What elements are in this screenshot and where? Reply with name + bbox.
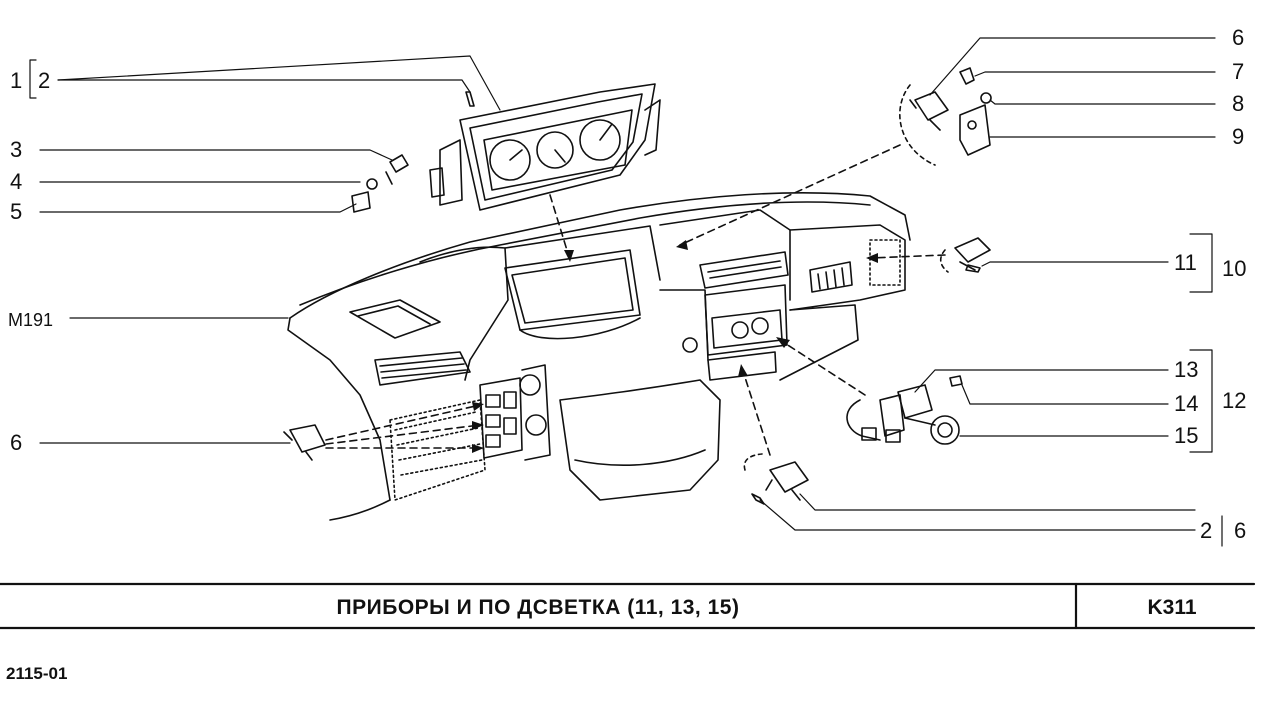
parts-group-12-15 [846,375,963,445]
arrow-heads [472,240,878,453]
callout-10: 10 [1222,256,1247,281]
callout-6-left: 6 [10,430,23,455]
dashboard-body [287,192,911,521]
callout-4: 4 [10,169,23,194]
dashed-arrows [325,144,946,456]
callout-9: 9 [1232,124,1245,149]
small-parts-left [351,91,475,213]
parts-group-10-11 [939,237,991,273]
callout-7: 7 [1232,59,1245,84]
callout-2: 2 [38,68,51,93]
callout-11: 11 [1174,250,1197,275]
callout-15: 15 [1174,423,1199,448]
callout-m191: M191 [8,310,54,330]
leader-lines [39,37,1216,531]
callout-2-bottom: 2 [1200,518,1213,543]
parts-group-left-6 [283,424,326,461]
callout-3: 3 [10,137,23,162]
footer-title: ПРИБОРЫ И ПО ДСВЕТКА (11, 13, 15) [336,596,740,619]
callout-13: 13 [1174,357,1199,382]
callout-5: 5 [10,199,23,224]
callout-12: 12 [1222,388,1247,413]
footer-frame [0,582,1256,630]
instrument-cluster [429,83,661,211]
callout-6-bottom: 6 [1234,518,1247,543]
parts-group-6-9 [899,67,992,166]
callout-1: 1 [10,68,23,93]
brackets [29,59,1223,547]
callout-14: 14 [1174,391,1199,416]
callout-8: 8 [1232,91,1245,116]
document-id: 2115-01 [6,664,68,683]
parts-group-bottom [743,453,809,505]
footer-code: K311 [1147,596,1197,619]
callout-6-top: 6 [1232,25,1245,50]
